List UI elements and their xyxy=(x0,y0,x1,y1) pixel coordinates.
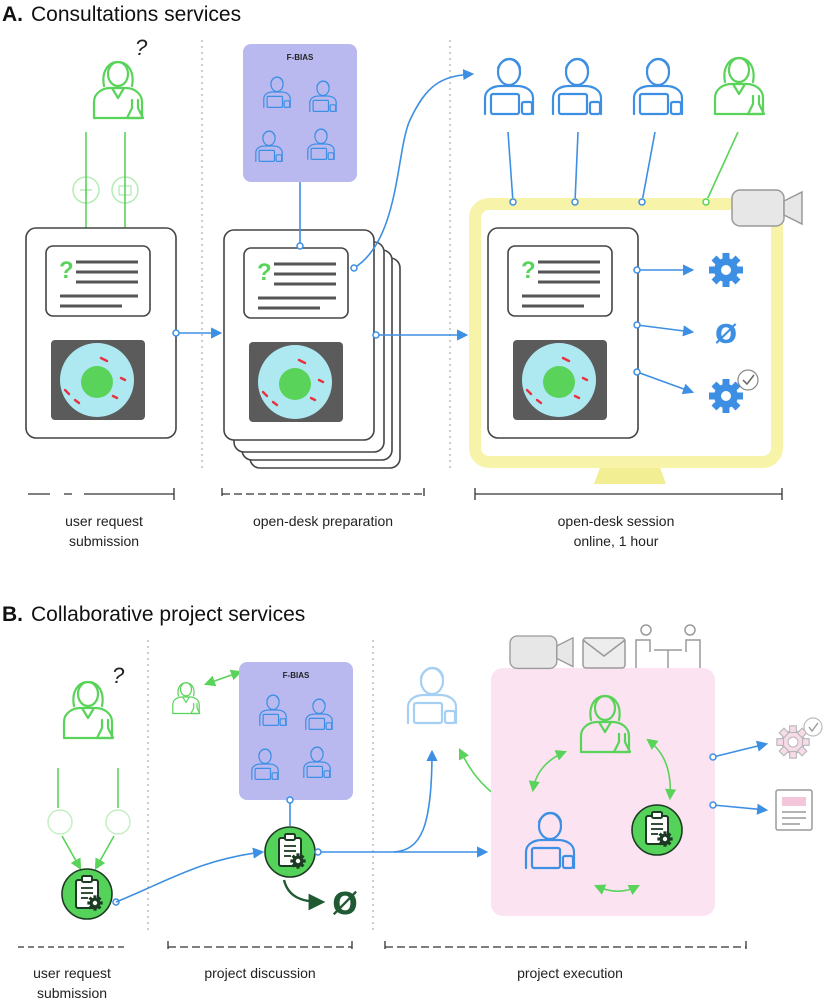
user-fbias-exchange-arrow xyxy=(203,669,243,687)
section-b-title: B. Collaborative project services xyxy=(2,603,305,626)
flow-node xyxy=(633,321,641,329)
prepared-document xyxy=(224,230,374,440)
user-to-clipboard-arrow xyxy=(57,768,80,868)
expert-coder-icon xyxy=(632,57,684,116)
gear-hub xyxy=(787,736,799,748)
check-mark-icon xyxy=(808,722,819,733)
flow-node xyxy=(350,264,358,272)
section-a: A.Consultations services ? F- xyxy=(2,3,803,549)
phase-preparation-label: open-desk preparation xyxy=(253,513,393,529)
flow-node xyxy=(314,848,322,856)
flow-node xyxy=(709,753,717,761)
expert-coder-icon xyxy=(483,57,535,116)
execution-scale xyxy=(384,941,747,953)
clipboard-gear-icon xyxy=(265,827,315,877)
preparation-scale xyxy=(221,488,425,500)
fbias-label: F-BIAS xyxy=(287,53,314,62)
collaboration-arrow xyxy=(528,750,568,793)
clipboard-gear-icon xyxy=(62,869,112,919)
check-mark-icon xyxy=(742,374,755,386)
prepared-documents-stack xyxy=(224,230,401,469)
user-scientist-icon xyxy=(62,680,115,740)
gear-hub xyxy=(721,391,731,401)
report-icon xyxy=(775,789,813,831)
section-a-letter: A. xyxy=(2,3,23,26)
expert-link xyxy=(574,131,579,203)
discussion-scale xyxy=(167,941,353,953)
phase-discussion-label: project discussion xyxy=(204,965,315,981)
user-question-mark: ? xyxy=(135,35,148,60)
flow-node xyxy=(509,198,517,206)
fbias-board xyxy=(243,44,357,182)
session-document xyxy=(488,228,638,438)
submission-to-discussion-arrow xyxy=(115,847,265,903)
section-a-heading: Consultations services xyxy=(31,3,241,26)
result-arrow xyxy=(712,803,769,815)
section-a-title: A. Consultations services xyxy=(2,3,241,26)
section-b-letter: B. xyxy=(2,603,23,626)
flow-node xyxy=(571,198,579,206)
flow-node xyxy=(633,266,641,274)
user-scientist-icon xyxy=(713,56,766,116)
mail-glyph xyxy=(118,185,132,196)
flow-node xyxy=(172,329,180,337)
flow-node xyxy=(296,242,304,250)
expert-link xyxy=(641,131,656,203)
result-arrow xyxy=(712,740,769,758)
phase-submission-line1: user request xyxy=(33,965,111,981)
section-b-heading: Collaborative project services xyxy=(31,603,305,626)
outcome-arrow xyxy=(636,324,695,337)
email-icon xyxy=(582,637,626,669)
flow-node xyxy=(702,198,710,206)
flow-node xyxy=(633,368,641,376)
request-document xyxy=(26,228,176,438)
web-form-icon xyxy=(105,809,131,835)
flow-node xyxy=(709,801,717,809)
collaboration-arrow xyxy=(593,884,641,896)
expert-coder-icon xyxy=(551,57,603,116)
no-solution-symbol: Ø xyxy=(715,320,737,350)
email-channel-icon xyxy=(47,809,73,835)
submission-scale xyxy=(28,488,175,500)
user-scientist-icon xyxy=(92,60,145,120)
clipboard-gear-icon xyxy=(632,805,682,855)
channel-icons xyxy=(72,176,139,204)
user-link xyxy=(705,131,739,203)
meeting-icon xyxy=(635,624,701,668)
video-camera-icon xyxy=(509,635,574,670)
check-badge xyxy=(737,369,759,391)
user-to-clipboard-arrow xyxy=(96,768,119,868)
user-scientist-icon xyxy=(172,682,201,715)
fbias-board xyxy=(239,662,353,800)
user-question-mark: ? xyxy=(112,663,125,688)
expert-link xyxy=(507,131,514,203)
flow-node xyxy=(286,796,294,804)
phase-submission-line1: user request xyxy=(65,513,143,529)
flow-node xyxy=(372,331,380,339)
execution-to-expert-arrow xyxy=(393,749,438,853)
phase-submission-line2: submission xyxy=(37,985,107,1000)
channel-icons xyxy=(47,809,131,835)
collaboration-arrow xyxy=(646,738,677,801)
phase-session-line2: online, 1 hour xyxy=(574,533,659,549)
gear-hub xyxy=(721,265,731,275)
expert-coder-icon xyxy=(406,666,458,725)
document-to-experts-arrow xyxy=(353,68,475,269)
no-project-arrow xyxy=(282,879,326,911)
session-scale xyxy=(474,488,783,500)
project-execution-area xyxy=(491,668,715,916)
phase-submission-line2: submission xyxy=(69,533,139,549)
section-b: B. Collaborative project services ? F-BIA… xyxy=(2,603,823,1000)
no-project-symbol: Ø xyxy=(332,887,358,922)
phase-execution-label: project execution xyxy=(517,965,623,981)
flow-node xyxy=(638,198,646,206)
video-camera-icon xyxy=(731,189,803,227)
check-badge xyxy=(803,717,823,737)
fbias-label: F-BIAS xyxy=(283,671,310,680)
phase-session-line1: open-desk session xyxy=(558,513,675,529)
outcome-arrow xyxy=(636,371,695,395)
